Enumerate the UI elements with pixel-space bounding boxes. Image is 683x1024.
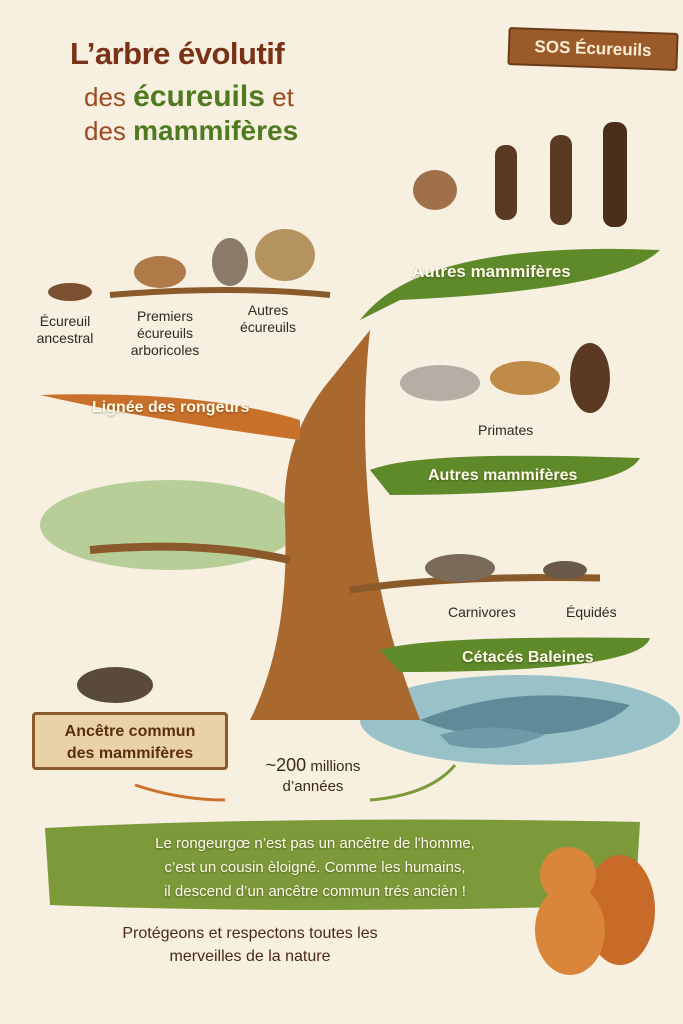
slogan: Protégeons et respectons toutes les merv… <box>100 922 400 968</box>
title-text: des <box>84 82 126 112</box>
branch-middle-mammals <box>370 455 640 495</box>
mascot-squirrel <box>535 885 605 975</box>
hominid-illustration <box>495 145 517 220</box>
title-text: des <box>84 116 126 146</box>
squirrel-illustration <box>212 238 248 286</box>
common-ancestor-sign: Ancêtre commun des mammifères <box>32 712 228 770</box>
branch-squirrels <box>109 287 331 298</box>
carnivore-illustration <box>425 554 495 582</box>
monkey-illustration <box>413 170 457 210</box>
label-carnivores: Carnivores <box>448 604 516 620</box>
slogan-line: merveilles de la nature <box>169 948 331 965</box>
ancestral-squirrel-illustration <box>48 283 92 301</box>
page-title: L’arbre évolutif <box>70 36 285 71</box>
label-ancestral-squirrel: Écureuil ancestral <box>36 313 94 346</box>
time-label: ~200 millions d’années <box>258 755 368 797</box>
title-line-2: des écureuils et <box>84 80 294 114</box>
small-mammal-illustration <box>543 561 587 579</box>
squirrel-illustration <box>255 229 315 281</box>
hominid-illustration <box>550 135 572 225</box>
whale-calf-illustration <box>440 727 545 749</box>
branch-top-mammals <box>360 248 660 320</box>
wolf-illustration <box>400 365 480 401</box>
label-equids: Équidés <box>566 604 617 620</box>
label-other-squirrels: Autres écureuils <box>239 302 297 335</box>
time-suffix: d’années <box>282 778 344 795</box>
arrow-right <box>369 764 457 802</box>
title-highlight: écureuils <box>133 80 265 113</box>
note-banner <box>45 819 640 910</box>
brand-sign: SOS Écureuils <box>507 27 679 71</box>
common-ancestor-line2: des mammifères <box>66 745 194 762</box>
ape-illustration <box>570 343 610 413</box>
label-top-mammals: Autres mammifères <box>412 262 571 281</box>
label-primates: Primates <box>478 422 534 438</box>
title-highlight: mammifères <box>133 115 299 146</box>
dog-illustration <box>490 361 560 395</box>
note-line: Le rongeurgœ n’est pas un ancêtre de l'h… <box>155 835 475 852</box>
note-text: Le rongeurgœ n’est pas un ancêtre de l'h… <box>80 832 550 904</box>
slogan-line: Protégeons et respectons toutes les <box>122 925 378 942</box>
branch-left <box>89 542 291 564</box>
tree-trunk <box>250 330 420 720</box>
label-rodents: Lignée des rongeurs <box>92 399 250 416</box>
label-first-arboreal: Premiers écureuils arboricoles <box>130 308 200 358</box>
human-illustration <box>603 122 627 227</box>
note-line: il descend d’un ancêtre commun trés anci… <box>164 883 466 900</box>
label-middle-mammals: Autres mammifères <box>428 467 578 484</box>
arboreal-squirrel-illustration <box>134 256 186 288</box>
label-cetaceans: Cétacés Baleines <box>462 649 594 666</box>
note-line: c’est un cousin èloigné. Comme les humai… <box>164 859 466 876</box>
arrow-left <box>134 783 226 802</box>
time-value: ~200 <box>265 755 307 775</box>
branch-cetaceans <box>380 637 650 672</box>
mascot-squirrel-head <box>540 847 596 903</box>
title-line-3: des mammifères <box>84 115 298 147</box>
time-unit: millions <box>310 758 361 775</box>
title-text: et <box>272 82 294 112</box>
common-ancestor-line1: Ancêtre commun <box>64 723 196 740</box>
rat-illustration <box>77 667 153 703</box>
branch-rodents <box>40 394 300 440</box>
whale-illustration <box>420 695 630 736</box>
